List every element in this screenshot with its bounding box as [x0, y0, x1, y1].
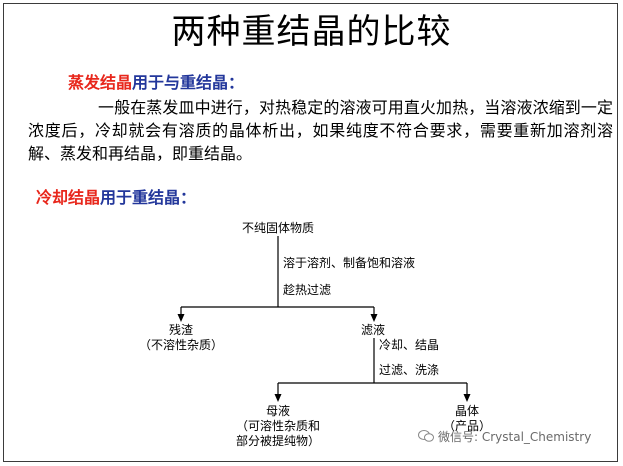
page-title: 两种重结晶的比较	[171, 12, 452, 52]
evaporation-paragraph: 一般在蒸发皿中进行，对热稳定的溶液可用直火加热，当溶液浓缩到一定浓度后，冷却就会…	[28, 98, 613, 163]
node-mother-liquor: 母液	[265, 404, 290, 418]
step-cool-crystallize: 冷却、结晶	[379, 338, 440, 352]
node-impure-solid: 不纯固体物质	[242, 221, 315, 235]
arrowhead	[370, 314, 378, 322]
watermark-text: 微信号: Crystal_Chemistry	[438, 430, 592, 444]
node-mother-note-1: （可溶性杂质和	[235, 419, 320, 433]
watermark: 微信号: Crystal_Chemistry	[418, 428, 591, 445]
step-hot-filter: 趁热过滤	[283, 283, 332, 297]
node-residue: 残渣	[168, 323, 193, 337]
heading-highlight: 蒸发结晶	[68, 73, 133, 92]
node-crystal: 晶体	[454, 404, 479, 418]
node-mother-note-2: 部分被提纯物）	[235, 434, 320, 448]
arrowhead	[177, 314, 185, 322]
node-residue-note: （不溶性杂质）	[138, 338, 223, 352]
heading-rest: 用于重结晶：	[100, 188, 197, 207]
arrowhead	[274, 394, 282, 402]
wechat-icon	[418, 430, 434, 442]
heading-rest: 用于与重结晶：	[132, 73, 245, 92]
node-crystal-note: （产品）	[442, 419, 491, 433]
heading-highlight: 冷却结晶	[36, 188, 101, 207]
arrowhead	[463, 394, 471, 402]
section-heading-evaporation: 蒸发结晶用于与重结晶：	[68, 72, 244, 94]
step-dissolve: 溶于溶剂、制备饱和溶液	[283, 256, 416, 270]
section-heading-cooling: 冷却结晶用于重结晶：	[36, 187, 196, 209]
slide-frame	[3, 3, 618, 462]
step-filter-wash: 过滤、洗涤	[379, 363, 440, 377]
node-filtrate: 滤液	[361, 323, 386, 337]
